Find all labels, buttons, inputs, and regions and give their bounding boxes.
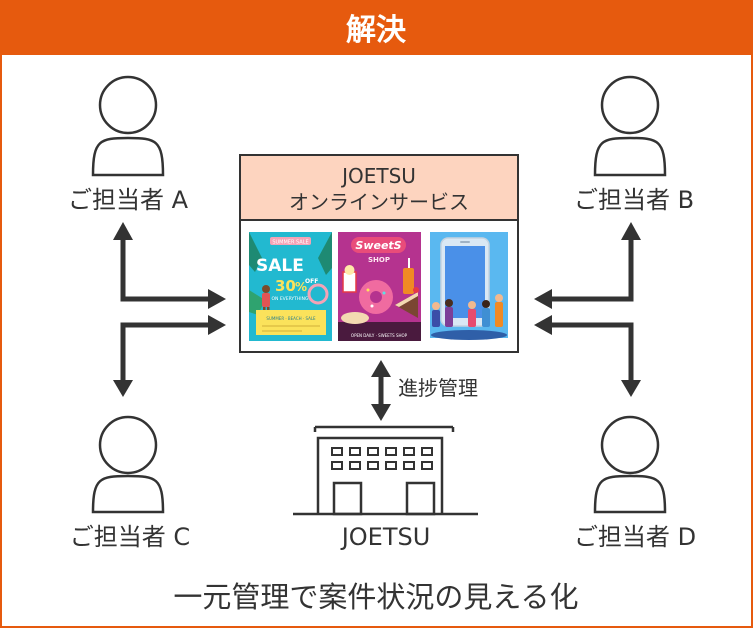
header-bar (0, 0, 753, 55)
sale-headline: SALE (256, 256, 304, 276)
svg-text:SHOP: SHOP (368, 256, 390, 264)
svg-text:OFF: OFF (305, 278, 318, 285)
svg-text:SUMMER SALE: SUMMER SALE (272, 240, 308, 246)
arrow-head-down-c (113, 380, 133, 397)
building-windows (331, 447, 433, 470)
arrow-head-up-b (621, 222, 641, 240)
arrow-head-down-progress (371, 404, 391, 421)
arrow-head-right-a (208, 289, 226, 309)
person-d-label: ご担当者 D (574, 523, 696, 551)
svg-text:SUMMER · BEACH · SALE: SUMMER · BEACH · SALE (266, 316, 316, 321)
arrow-head-right-c (208, 315, 226, 335)
service-title-line2: オンラインサービス (289, 190, 469, 214)
arrow-b-line (550, 238, 634, 302)
person-c-icon (91, 415, 165, 514)
arrow-head-up-a (113, 222, 133, 240)
arrow-head-down-d (621, 380, 641, 397)
smartphone-illustration-thumbnail (427, 232, 510, 341)
company-label: JOETSU (340, 523, 431, 551)
svg-text:%: % (295, 280, 307, 294)
sale-figure-head (262, 285, 270, 293)
sweets-badge (351, 237, 406, 253)
svg-text:OPEN DAILY · SWEETS SHOP: OPEN DAILY · SWEETS SHOP (351, 333, 408, 338)
building-icon (293, 425, 478, 516)
sweets-shop-poster-thumbnail: SweetS SHOP OPEN DAILY · SWEETS SHOP (338, 232, 421, 341)
sale-tag (270, 237, 311, 245)
header-title: 解決 (346, 13, 407, 48)
arrow-head-up-progress (371, 360, 391, 377)
person-b-icon (593, 75, 667, 177)
float-ring (307, 283, 329, 305)
footer-caption: 一元管理で案件状況の見える化 (173, 580, 578, 614)
person-a-label: ご担当者 A (68, 186, 189, 214)
arrow-d-line (550, 322, 634, 382)
arrow-head-left-d (534, 315, 552, 335)
soda-cup-icon (403, 268, 414, 294)
service-title-line1: JOETSU (340, 164, 416, 188)
arrow-head-left-b (534, 289, 552, 309)
progress-label: 進捗管理 (398, 376, 478, 400)
arrow-c-line (120, 322, 210, 382)
person-a-icon (91, 75, 165, 177)
person-d-icon (593, 415, 667, 514)
svg-text:SweetS: SweetS (355, 239, 401, 252)
person-c-label: ご担当者 C (70, 523, 190, 551)
arrow-a-line (120, 238, 210, 302)
sale-percent: 30 (275, 277, 296, 295)
service-header (239, 154, 519, 221)
sale-poster-thumbnail: SUMMER SALE SALE 30 % OFF ON EVERYTHING … (249, 232, 332, 341)
people-group-icon (432, 294, 503, 327)
svg-text:ON EVERYTHING: ON EVERYTHING (271, 296, 309, 302)
person-b-label: ご担当者 B (574, 186, 694, 214)
